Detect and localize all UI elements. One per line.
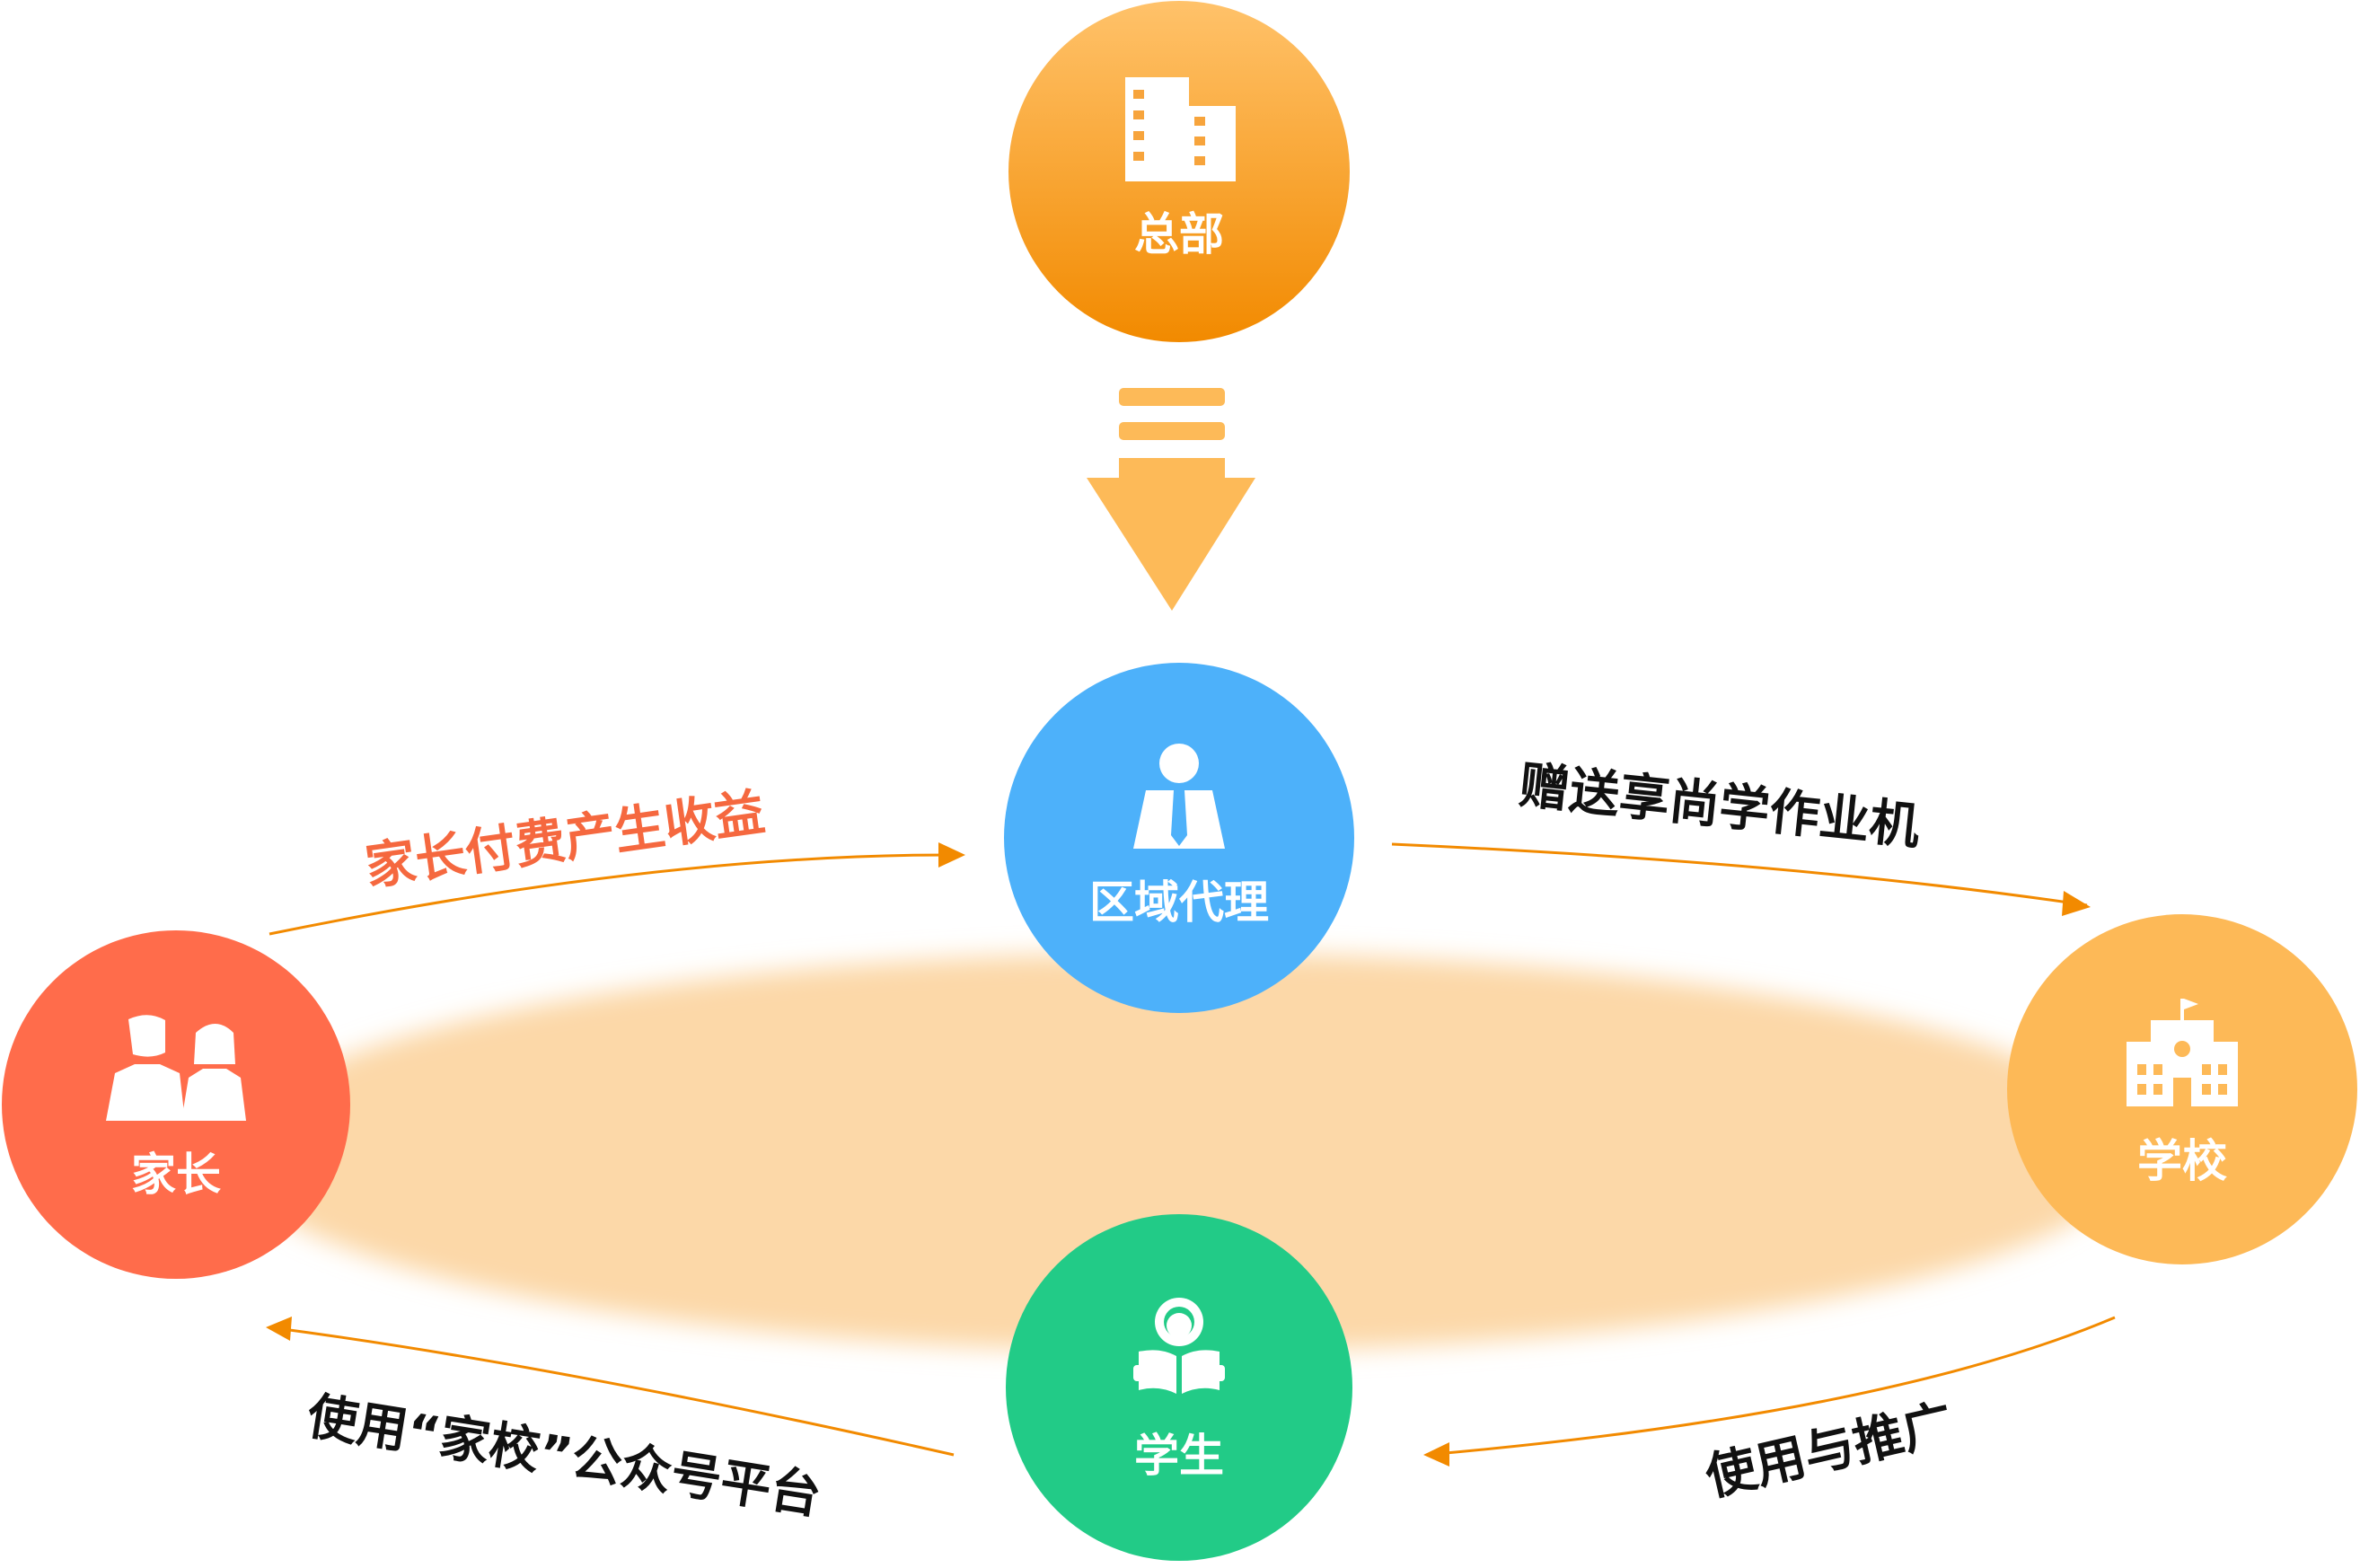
background-ellipse — [229, 953, 2133, 1352]
edge-label-school-to-student: 使用与推广 — [1701, 1394, 1959, 1507]
node-school: 学校 — [2007, 914, 2357, 1264]
node-label-regional-agent: 区域代理 — [1089, 876, 1269, 929]
edge-parent-to-agent-head — [938, 842, 965, 868]
down-arrow-icon — [1087, 388, 1255, 611]
edge-label-agent-to-school: 赠送享尚学作业机 — [1517, 756, 1923, 856]
node-label-parent: 家长 — [131, 1149, 221, 1201]
edge-agent-to-school — [1391, 842, 2088, 907]
edge-student-to-parent-head — [266, 1317, 292, 1341]
edge-school-to-student — [1425, 1316, 2116, 1457]
edge-label-student-to-parent: 使用“家校”公众号平台 — [304, 1387, 825, 1527]
node-label-student: 学生 — [1134, 1430, 1224, 1482]
node-label-headquarters: 总部 — [1134, 208, 1224, 260]
buildings-icon — [1125, 77, 1236, 181]
node-headquarters: 总部 — [1008, 1, 1350, 342]
edge-parent-to-agent — [269, 853, 964, 936]
node-parent: 家长 — [2, 930, 350, 1279]
edge-agent-to-school-head — [2062, 891, 2091, 916]
school-building-icon — [2127, 999, 2238, 1106]
parents-icon — [106, 1015, 246, 1121]
edge-school-to-student-head — [1423, 1442, 1449, 1467]
edge-label-parent-to-agent: 家长付费产生收益 — [362, 783, 769, 897]
node-student: 学生 — [1006, 1214, 1352, 1561]
node-regional-agent: 区域代理 — [1004, 663, 1354, 1013]
edge-student-to-parent — [269, 1326, 955, 1457]
node-label-school: 学校 — [2137, 1135, 2227, 1187]
businessman-icon — [1133, 744, 1225, 849]
student-reading-icon — [1133, 1298, 1225, 1394]
